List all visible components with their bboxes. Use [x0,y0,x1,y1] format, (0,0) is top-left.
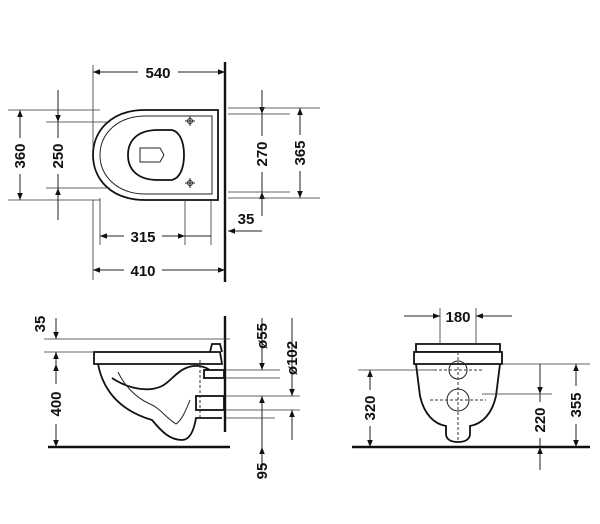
dim-label-355: 355 [568,392,585,417]
dim-label-220: 220 [532,407,549,432]
dim-label-270: 270 [254,141,271,166]
dim-label-365: 365 [292,140,309,165]
dim-label-315: 315 [130,229,155,246]
top-view-bowl-inner [99,115,213,195]
front-view: 180 320 220 355 [352,308,590,470]
dim-label-410: 410 [130,263,155,280]
side-view: 35 400 ø55 ø102 95 [32,316,301,480]
top-view-bowl-outline [92,109,219,201]
side-view-inner [117,371,191,425]
front-view-bowl [415,363,501,443]
side-view-bowl [97,363,222,441]
side-view-waste-connector [195,395,225,411]
dim-label-400: 400 [48,391,65,416]
dim-label-540: 540 [145,65,170,82]
top-view-flush-outlet [139,147,165,163]
side-view-lid-hinge [209,343,223,353]
dim-label-35-top: 35 [238,211,255,228]
dim-label-250: 250 [50,143,67,168]
top-view-fixing-point-upper [185,116,195,126]
dim-label-d102: ø102 [284,341,301,375]
side-view-rim [93,351,224,365]
dim-label-95: 95 [254,463,271,480]
dim-label-180: 180 [445,309,470,326]
top-view-fixing-point-lower [185,178,195,188]
top-view: 540 360 250 270 365 [8,62,320,282]
top-view-bowl-opening [127,129,185,181]
dim-label-320: 320 [362,395,379,420]
dim-label-35-side: 35 [32,316,49,333]
side-view-flush-connector [203,369,225,379]
front-view-lid [415,343,501,353]
dim-label-360: 360 [12,143,29,168]
dim-label-d55: ø55 [254,323,271,349]
